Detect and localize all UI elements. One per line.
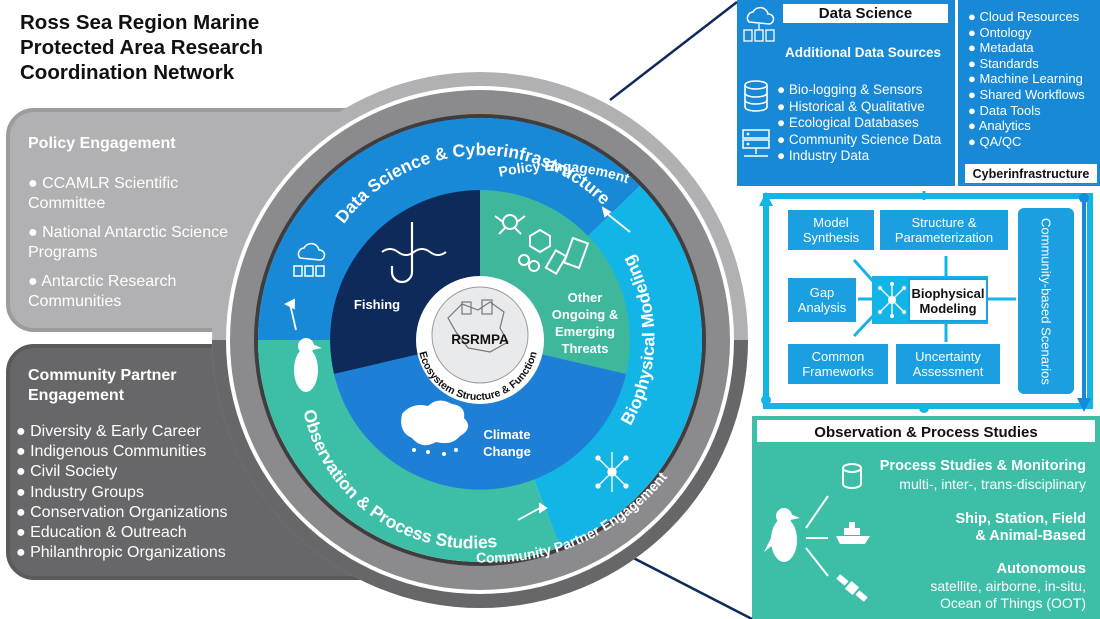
data-source-item: ● Community Science Data bbox=[777, 131, 942, 147]
database-icon bbox=[744, 80, 768, 112]
community-item: ● Diversity & Early Career bbox=[16, 423, 201, 440]
label-fishing: Fishing bbox=[354, 297, 400, 312]
process-studies-heading: Process Studies & Monitoring bbox=[879, 458, 1086, 474]
policy-list: ● CCAMLR Scientific Committee ● National… bbox=[28, 174, 243, 321]
label-climate-1: Climate bbox=[484, 427, 531, 442]
ci-item: ● Cloud Resources bbox=[968, 9, 1080, 24]
policy-item: ● Antarctic Research Communities bbox=[28, 273, 177, 310]
cloud-data-ring-icon bbox=[293, 242, 326, 277]
autonomous-line-2: Ocean of Things (OOT) bbox=[939, 595, 1086, 611]
cloud-data-icon bbox=[743, 6, 775, 42]
data-source-item: ● Historical & Qualitative bbox=[777, 98, 925, 114]
page-title: Ross Sea Region Marine Protected Area Re… bbox=[20, 11, 264, 84]
server-icon bbox=[742, 129, 770, 157]
community-item: ● Education & Outreach bbox=[16, 524, 187, 542]
ship-line-1: Ship, Station, Field bbox=[955, 511, 1087, 527]
policy-item: ● CCAMLR Scientific Committee bbox=[28, 175, 179, 212]
community-item: ● Civil Society bbox=[16, 463, 118, 481]
cylinder-sensor-icon bbox=[842, 463, 862, 489]
data-source-item: ● Ecological Databases bbox=[777, 115, 919, 131]
ci-item: ● Analytics bbox=[968, 118, 1031, 134]
double-arrow-icons bbox=[283, 206, 631, 521]
label-threats-1: Other bbox=[568, 290, 603, 305]
biophysical-modeling-label: Biophysical Modeling bbox=[908, 278, 988, 322]
policy-item: ● National Antarctic Science Programs bbox=[28, 224, 228, 261]
network-ring-icon bbox=[595, 452, 629, 492]
threat-icons bbox=[494, 214, 590, 276]
ci-item: ● Machine Learning bbox=[968, 71, 1083, 87]
data-science-title: Data Science bbox=[782, 3, 949, 24]
policy-heading: Policy Engagement bbox=[28, 135, 176, 152]
data-science-panel bbox=[737, 0, 955, 186]
process-studies-sub: multi-, inter-, trans-disciplinary bbox=[899, 476, 1086, 492]
satellite-icon bbox=[836, 574, 868, 602]
community-item: ● Indigenous Communities bbox=[16, 443, 207, 461]
cyberinfrastructure-panel bbox=[958, 0, 1100, 186]
sector-climate bbox=[334, 340, 626, 490]
observation-panel bbox=[752, 416, 1100, 619]
label-threats-4: Threats bbox=[562, 341, 609, 356]
network-icon bbox=[878, 282, 906, 318]
cyberinfrastructure-title: Cyberinfrastructure bbox=[964, 163, 1098, 184]
penguin-ring-icon bbox=[294, 338, 322, 392]
community-item: ● Industry Groups bbox=[16, 483, 144, 501]
biophysical-frame bbox=[759, 191, 1093, 413]
label-threats-3: Emerging bbox=[555, 324, 615, 339]
community-heading: Community Partner Engagement bbox=[28, 367, 177, 404]
ci-item: ● Ontology bbox=[968, 24, 1032, 40]
ci-item: ● QA/QC bbox=[968, 133, 1022, 149]
center-name: RSRMPA bbox=[451, 332, 509, 347]
data-source-item: ● Bio-logging & Sensors bbox=[777, 82, 923, 97]
community-item: ● Conservation Organizations bbox=[16, 503, 228, 521]
additional-data-sources-heading: Additional Data Sources bbox=[785, 45, 942, 60]
label-climate-2: Change bbox=[483, 444, 531, 459]
observation-title: Observation & Process Studies bbox=[755, 418, 1097, 444]
ship-line-2: & Animal-Based bbox=[975, 528, 1086, 544]
community-scenarios-box: Community-based Scenarios bbox=[1016, 206, 1076, 396]
community-list: ● Diversity & Early Career ● Indigenous … bbox=[16, 422, 276, 563]
community-item: ● Philanthropic Organizations bbox=[16, 544, 226, 562]
observation-icons bbox=[764, 463, 870, 602]
ci-item: ● Shared Workflows bbox=[968, 86, 1085, 102]
data-source-item: ● Industry Data bbox=[777, 148, 870, 164]
data-sources-list: ● Bio-logging & Sensors ● Historical & Q… bbox=[777, 82, 941, 165]
autonomous-heading: Autonomous bbox=[996, 561, 1086, 577]
ship-icon bbox=[836, 522, 870, 544]
ci-item: ● Standards bbox=[968, 55, 1039, 71]
cyberinfrastructure-list: ● Cloud Resources ● Ontology ● Metadata … bbox=[968, 9, 1085, 149]
ci-item: ● Metadata bbox=[968, 40, 1034, 56]
label-threats-2: Ongoing & bbox=[552, 307, 618, 322]
structure-parameterization-box: Structure &Parameterization bbox=[878, 208, 1010, 252]
penguin-icon bbox=[764, 508, 800, 562]
ci-item: ● Data Tools bbox=[968, 102, 1041, 118]
autonomous-line-1: satellite, airborne, in-situ, bbox=[930, 578, 1086, 594]
fish-hook-icon bbox=[381, 222, 447, 284]
antarctica-icon bbox=[401, 400, 469, 446]
